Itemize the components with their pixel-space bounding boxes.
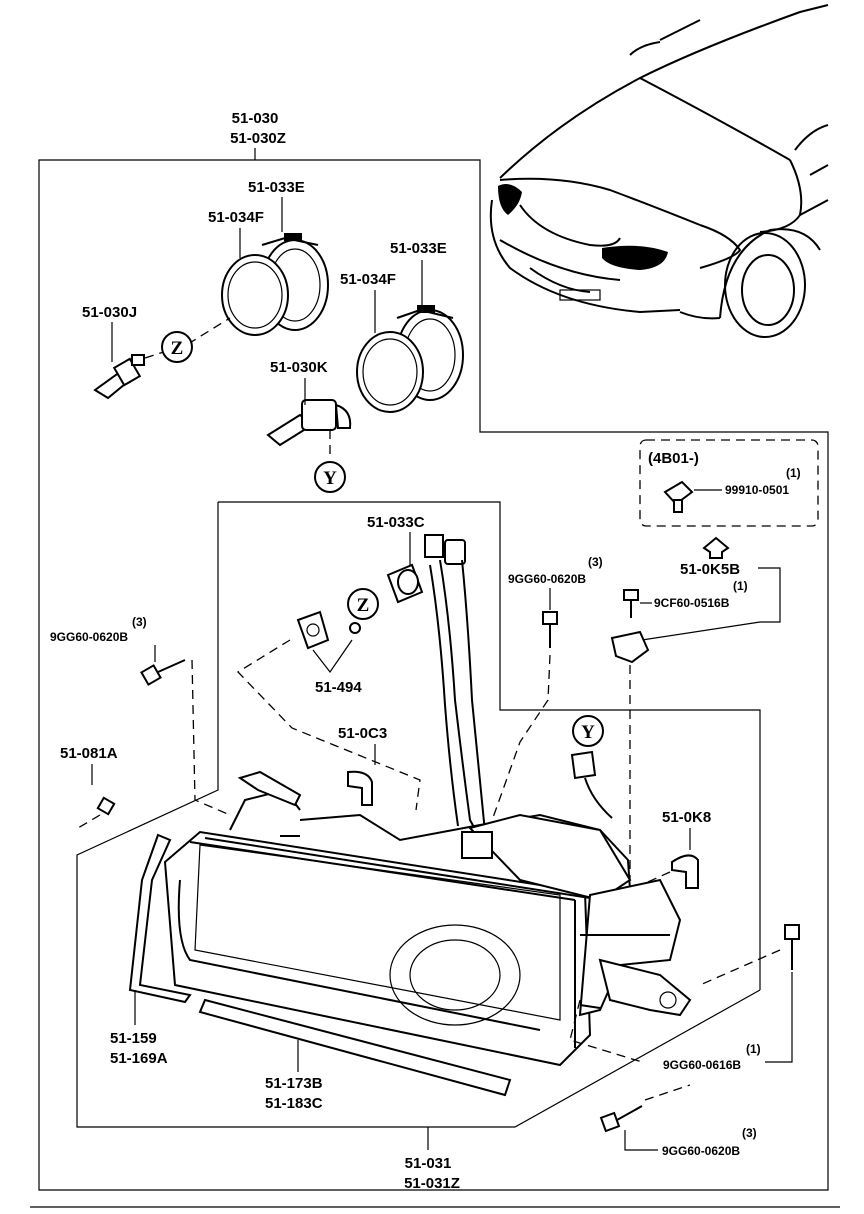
screw-9cf60 bbox=[623, 589, 639, 618]
nut-clip-label: 51-081A bbox=[60, 745, 118, 762]
variant-box bbox=[639, 439, 819, 527]
bezel-ring-1-label: 51-033E bbox=[248, 179, 305, 196]
socket-y-lower bbox=[570, 750, 613, 819]
clip-99910 bbox=[663, 480, 694, 513]
trim-strip bbox=[128, 833, 192, 1004]
bolt-right-label: 9GG60-0616B bbox=[663, 1058, 741, 1072]
bulb-z bbox=[93, 354, 145, 400]
screw-qty: (1) bbox=[733, 579, 748, 593]
gasket-2-label: 51-034F bbox=[340, 271, 396, 288]
lower-molding-label-1: 51-173B bbox=[265, 1075, 323, 1092]
gasket-1-label: 51-034F bbox=[208, 209, 264, 226]
trim-strip-label-1: 51-159 bbox=[110, 1030, 157, 1047]
variant-box-part: 99910-0501 bbox=[725, 483, 789, 497]
adjuster-494 bbox=[296, 610, 330, 650]
bolt-mid-qty: (3) bbox=[588, 555, 603, 569]
svg-text:Y: Y bbox=[581, 722, 595, 743]
gasket-1 bbox=[221, 254, 289, 336]
lower-molding-label-2: 51-183C bbox=[265, 1095, 323, 1112]
screw-label: 9CF60-0516B bbox=[654, 596, 730, 610]
svg-text:Y: Y bbox=[323, 468, 337, 489]
headlamp-housing bbox=[163, 770, 692, 1067]
assembly-bottom-label-2: 51-031Z bbox=[404, 1175, 460, 1192]
gasket-2 bbox=[356, 331, 424, 413]
subgroup-outline bbox=[218, 501, 761, 990]
bolt-left-label: 9GG60-0620B bbox=[50, 630, 128, 644]
bracket-k5b-label: 51-0K5B bbox=[680, 561, 740, 578]
bolt-right-qty: (1) bbox=[746, 1042, 761, 1056]
adjuster-label: 51-494 bbox=[315, 679, 362, 696]
bolt-right bbox=[784, 924, 800, 970]
connector-c3 bbox=[347, 770, 373, 806]
svg-text:Z: Z bbox=[357, 595, 370, 616]
bolt-mid-label: 9GG60-0620B bbox=[508, 572, 586, 586]
socket-label: 51-033C bbox=[367, 514, 425, 531]
socket-033c bbox=[386, 534, 466, 604]
bolt-bottom-qty: (3) bbox=[742, 1126, 757, 1140]
bolt-left bbox=[140, 659, 186, 686]
y-callout-upper bbox=[314, 461, 346, 493]
variant-box-qty: (1) bbox=[786, 466, 801, 480]
bolt-middle bbox=[542, 611, 558, 648]
bolt-bottom bbox=[599, 1105, 643, 1133]
assembly-outline bbox=[30, 148, 840, 1208]
y-callout-lower bbox=[572, 715, 604, 747]
bulb-y-label: 51-030K bbox=[270, 359, 328, 376]
car-illustration bbox=[489, 4, 829, 338]
connector-k8 bbox=[671, 854, 699, 889]
bolt-bottom-label: 9GG60-0620B bbox=[662, 1144, 740, 1158]
nut-clip bbox=[96, 796, 116, 816]
clip-upper bbox=[702, 536, 730, 559]
assembly-top-label-1: 51-030 bbox=[232, 110, 279, 127]
connector-c3-label: 51-0C3 bbox=[338, 725, 387, 742]
subgroup-outline-lower bbox=[76, 502, 761, 1128]
svg-text:Z: Z bbox=[171, 338, 184, 359]
z-callout-upper bbox=[161, 331, 193, 363]
z-callout-middle bbox=[347, 588, 379, 620]
lower-molding bbox=[198, 998, 512, 1097]
bezel-ring-2-label: 51-033E bbox=[390, 240, 447, 257]
trim-strip-label-2: 51-169A bbox=[110, 1050, 168, 1067]
bulb-y bbox=[266, 399, 352, 447]
assembly-top-label-2: 51-030Z bbox=[230, 130, 286, 147]
assembly-bottom-label-1: 51-031 bbox=[405, 1155, 452, 1172]
bolt-left-qty: (3) bbox=[132, 615, 147, 629]
connector-k8-label: 51-0K8 bbox=[662, 809, 711, 826]
bulb-z-label: 51-030J bbox=[82, 304, 137, 321]
variant-box-title: (4B01-) bbox=[648, 450, 699, 467]
bracket-k5b bbox=[610, 630, 650, 664]
